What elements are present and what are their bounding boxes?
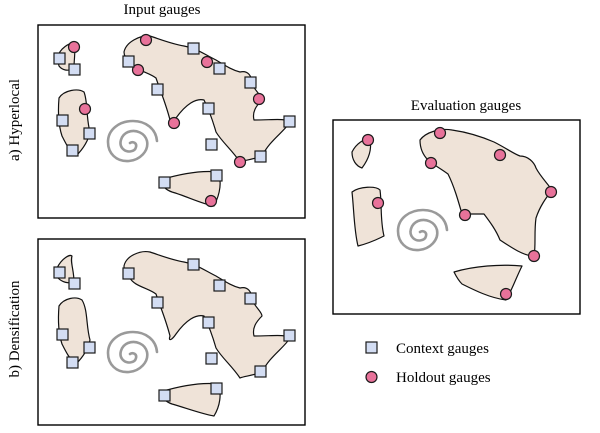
holdout-gauge	[493, 148, 507, 162]
square-marker-icon	[365, 341, 378, 354]
context-gauge	[210, 382, 223, 395]
context-gauge	[244, 292, 257, 305]
context-gauge	[83, 341, 96, 354]
context-gauge	[68, 277, 81, 290]
holdout-gauge	[131, 63, 145, 77]
holdout-gauge	[361, 133, 375, 147]
region-main	[123, 35, 291, 163]
panel-hyperlocal	[37, 24, 306, 219]
context-gauge	[244, 76, 257, 89]
context-gauge	[283, 115, 296, 128]
context-gauge	[83, 127, 96, 140]
holdout-gauge	[544, 185, 558, 199]
context-gauge	[187, 42, 200, 55]
context-gauge	[53, 266, 66, 279]
context-gauge	[122, 55, 135, 68]
holdout-gauge	[371, 196, 385, 210]
holdout-gauge	[67, 40, 81, 54]
context-gauge	[56, 114, 69, 127]
context-gauge	[53, 52, 66, 65]
context-gauge	[283, 329, 296, 342]
context-gauge	[213, 279, 226, 292]
holdout-gauge	[499, 287, 513, 301]
context-gauge	[254, 365, 267, 378]
context-gauge	[254, 150, 267, 163]
context-gauge	[205, 352, 218, 365]
context-gauge	[66, 356, 79, 369]
context-gauge	[122, 267, 135, 280]
region-small-north	[351, 139, 372, 169]
row-label-densification: b) Densification	[7, 280, 23, 378]
panel-densification	[37, 238, 306, 426]
region-main	[419, 128, 553, 257]
context-gauge	[187, 258, 200, 271]
holdout-gauge	[167, 116, 181, 130]
evaluation-gauges-title: Evaluation gauges	[411, 98, 522, 114]
context-gauge	[151, 83, 164, 96]
holdout-gauge	[424, 156, 438, 170]
spiral-storm-icon	[396, 208, 449, 252]
context-gauge	[202, 102, 215, 115]
input-gauges-title: Input gauges	[123, 2, 200, 18]
holdout-gauge	[78, 102, 92, 116]
context-gauge	[158, 389, 171, 402]
context-gauge	[68, 63, 81, 76]
context-gauge	[151, 296, 164, 309]
context-gauge	[158, 176, 171, 189]
holdout-gauge	[139, 33, 153, 47]
legend-holdout-label: Holdout gauges	[396, 370, 491, 386]
legend-context-label: Context gauges	[396, 341, 489, 357]
spiral-storm-icon	[106, 119, 159, 163]
spiral-storm-icon	[106, 330, 159, 374]
holdout-gauge	[200, 55, 214, 69]
legend: Context gauges Holdout gauges	[365, 341, 491, 386]
context-gauge	[66, 144, 79, 157]
context-gauge	[213, 62, 226, 75]
circle-marker-icon	[365, 370, 378, 384]
holdout-gauge	[458, 208, 472, 222]
region-south	[159, 382, 221, 417]
region-main	[123, 251, 291, 379]
holdout-gauge	[233, 155, 247, 169]
holdout-gauge	[252, 92, 266, 106]
holdout-gauge	[433, 126, 447, 140]
context-gauge	[56, 328, 69, 341]
panel-evaluation	[332, 119, 581, 315]
holdout-gauge	[204, 194, 218, 208]
context-gauge	[205, 138, 218, 151]
row-label-hyperlocal: a) Hyperlocal	[7, 79, 23, 161]
context-gauge	[210, 169, 223, 182]
holdout-gauge	[527, 249, 541, 263]
context-gauge	[202, 316, 215, 329]
region-west	[351, 186, 385, 247]
